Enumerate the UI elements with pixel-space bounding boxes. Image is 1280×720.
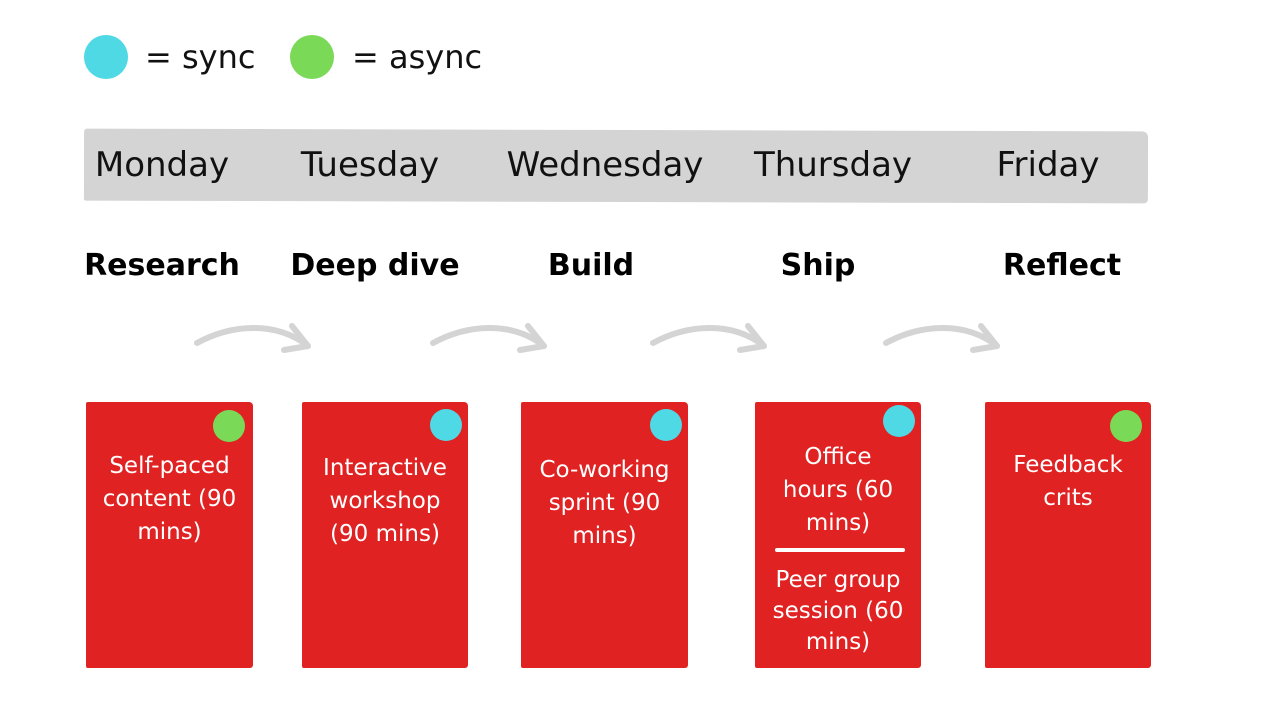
card-thursday-text-bottom: Peer group session (60 mins) bbox=[772, 567, 904, 655]
async-legend-label: = async bbox=[352, 38, 483, 76]
card-thursday: Office hours (60 mins) Peer group sessio… bbox=[755, 402, 921, 668]
card-thursday-text-top: Office hours (60 mins) bbox=[782, 444, 894, 536]
day-label-thursday: Thursday bbox=[753, 145, 913, 185]
day-label-friday: Friday bbox=[996, 145, 1100, 185]
phase-label-ship: Ship bbox=[780, 248, 856, 283]
phase-label-research: Research bbox=[84, 248, 240, 283]
day-label-wednesday: Wednesday bbox=[506, 145, 704, 185]
sync-legend-dot bbox=[84, 35, 128, 79]
arrow-icon bbox=[883, 323, 1000, 353]
phase-label-deep-dive: Deep dive bbox=[290, 248, 460, 283]
card-friday: Feedback crits bbox=[985, 402, 1151, 668]
card-friday-text: Feedback crits bbox=[1013, 452, 1123, 511]
async-indicator-dot bbox=[213, 410, 245, 442]
card-monday-text: Self-paced content (90 mins) bbox=[102, 453, 237, 545]
card-wednesday: Co-working sprint (90 mins) bbox=[521, 402, 688, 668]
phase-label-reflect: Reflect bbox=[1002, 248, 1122, 283]
sync-legend-label: = sync bbox=[145, 38, 256, 76]
card-tuesday: Interactive workshop (90 mins) bbox=[302, 402, 468, 668]
arrow-icon bbox=[194, 323, 311, 353]
day-label-tuesday: Tuesday bbox=[300, 145, 440, 185]
arrow-icon bbox=[650, 323, 767, 353]
async-indicator-dot bbox=[1110, 410, 1142, 442]
sync-indicator-dot bbox=[883, 405, 915, 437]
day-label-monday: Monday bbox=[94, 145, 230, 185]
card-wednesday-text: Co-working sprint (90 mins) bbox=[539, 457, 670, 549]
card-divider bbox=[775, 548, 905, 552]
sync-indicator-dot bbox=[650, 409, 682, 441]
phase-label-build: Build bbox=[547, 248, 635, 283]
async-legend-dot bbox=[290, 35, 334, 79]
sync-indicator-dot bbox=[430, 409, 462, 441]
card-tuesday-text: Interactive workshop (90 mins) bbox=[323, 455, 447, 547]
card-monday: Self-paced content (90 mins) bbox=[86, 402, 253, 668]
arrow-icon bbox=[430, 323, 547, 353]
